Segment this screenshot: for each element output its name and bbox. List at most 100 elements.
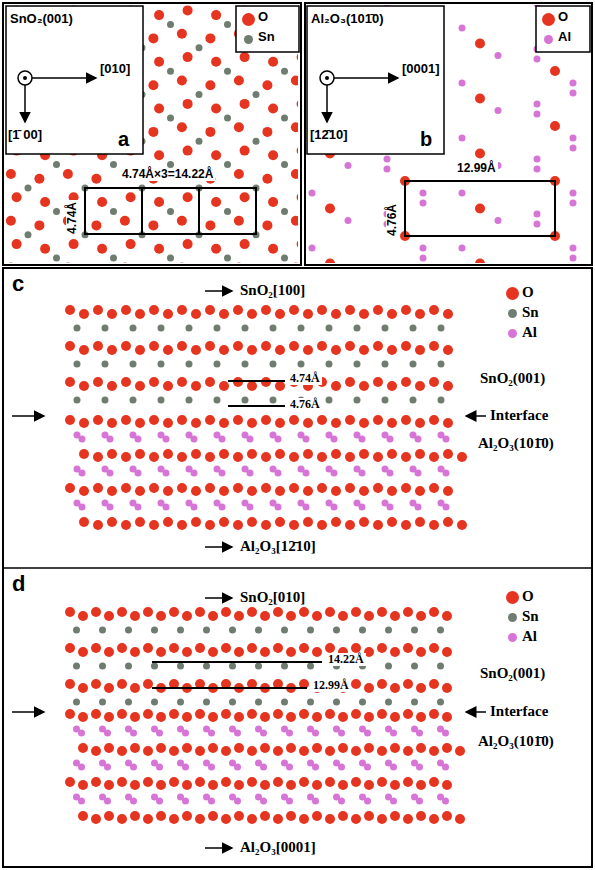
atom — [377, 814, 387, 824]
atom — [107, 486, 117, 496]
atom — [65, 305, 75, 315]
atom — [156, 798, 163, 805]
atom — [234, 764, 241, 771]
atom — [303, 345, 313, 355]
atom — [331, 309, 341, 319]
atom — [167, 21, 174, 28]
atom — [275, 486, 285, 496]
atom — [74, 361, 81, 368]
atom — [12, 192, 22, 202]
legend-text: O — [522, 588, 534, 605]
atom — [382, 397, 389, 404]
atom — [385, 699, 392, 706]
atom — [415, 381, 425, 391]
atom — [415, 418, 425, 428]
atom — [91, 607, 101, 617]
atom — [270, 397, 277, 404]
atom — [401, 415, 411, 425]
atom — [475, 204, 485, 214]
atom — [262, 174, 272, 184]
atom — [275, 449, 285, 459]
atom — [298, 325, 305, 332]
atom — [281, 68, 288, 75]
atom — [208, 730, 215, 737]
atom — [534, 156, 541, 163]
atom — [177, 377, 187, 387]
atom — [121, 341, 131, 351]
atom — [373, 452, 383, 462]
atom — [325, 814, 335, 824]
atom — [387, 504, 394, 511]
atom — [102, 397, 109, 404]
atom — [275, 381, 285, 391]
atom — [130, 325, 137, 332]
atom — [303, 449, 313, 459]
atom — [289, 341, 299, 351]
atom — [93, 452, 103, 462]
atom — [205, 452, 215, 462]
atom — [312, 764, 319, 771]
atom — [275, 418, 285, 428]
atom — [331, 504, 338, 511]
atom — [364, 764, 371, 771]
atom — [163, 449, 173, 459]
atom — [148, 127, 158, 137]
atom — [78, 798, 85, 805]
atom — [135, 309, 145, 319]
atom — [438, 361, 445, 368]
atom — [211, 150, 221, 160]
atom — [196, 44, 203, 51]
atom — [403, 814, 413, 824]
atom — [196, 91, 203, 98]
atom — [429, 777, 439, 787]
atom — [359, 504, 366, 511]
atom — [208, 780, 218, 790]
atom — [326, 325, 333, 332]
atom — [191, 309, 201, 319]
atom — [459, 25, 466, 32]
legend-swatch — [244, 35, 253, 44]
atom — [149, 305, 159, 315]
atom — [442, 780, 452, 790]
atom — [260, 743, 270, 753]
atom — [309, 190, 316, 197]
atom — [221, 607, 231, 617]
atom — [331, 381, 341, 391]
atom — [345, 341, 355, 351]
dimension: 4.74Å — [66, 200, 79, 236]
atom — [154, 57, 164, 67]
atom — [297, 192, 298, 202]
atom — [73, 627, 80, 634]
atom — [125, 627, 132, 634]
atom — [91, 709, 101, 719]
atom — [163, 470, 170, 477]
atom — [429, 607, 439, 617]
atom — [534, 211, 541, 218]
atom — [234, 730, 241, 737]
legend-text: Sn — [522, 608, 539, 625]
atom — [443, 436, 450, 443]
legend-swatch — [508, 309, 517, 318]
atom — [377, 679, 387, 689]
atom — [387, 517, 397, 527]
atom — [117, 607, 127, 617]
atom — [234, 712, 244, 722]
atom — [195, 607, 205, 617]
panel-title: Al₂O₃(101̄0) — [311, 12, 383, 26]
atom — [443, 345, 453, 355]
atom — [410, 397, 417, 404]
atom — [281, 699, 288, 706]
atom — [299, 777, 309, 787]
atom — [79, 418, 89, 428]
atom — [78, 647, 88, 657]
atom — [377, 709, 387, 719]
atom — [420, 200, 427, 207]
atom — [211, 57, 221, 67]
legend-swatch — [508, 329, 517, 338]
atom — [442, 743, 452, 753]
atom — [205, 80, 215, 90]
atom — [260, 780, 270, 790]
atom — [205, 341, 215, 351]
atom — [442, 811, 452, 821]
legend-swatch — [542, 13, 555, 26]
